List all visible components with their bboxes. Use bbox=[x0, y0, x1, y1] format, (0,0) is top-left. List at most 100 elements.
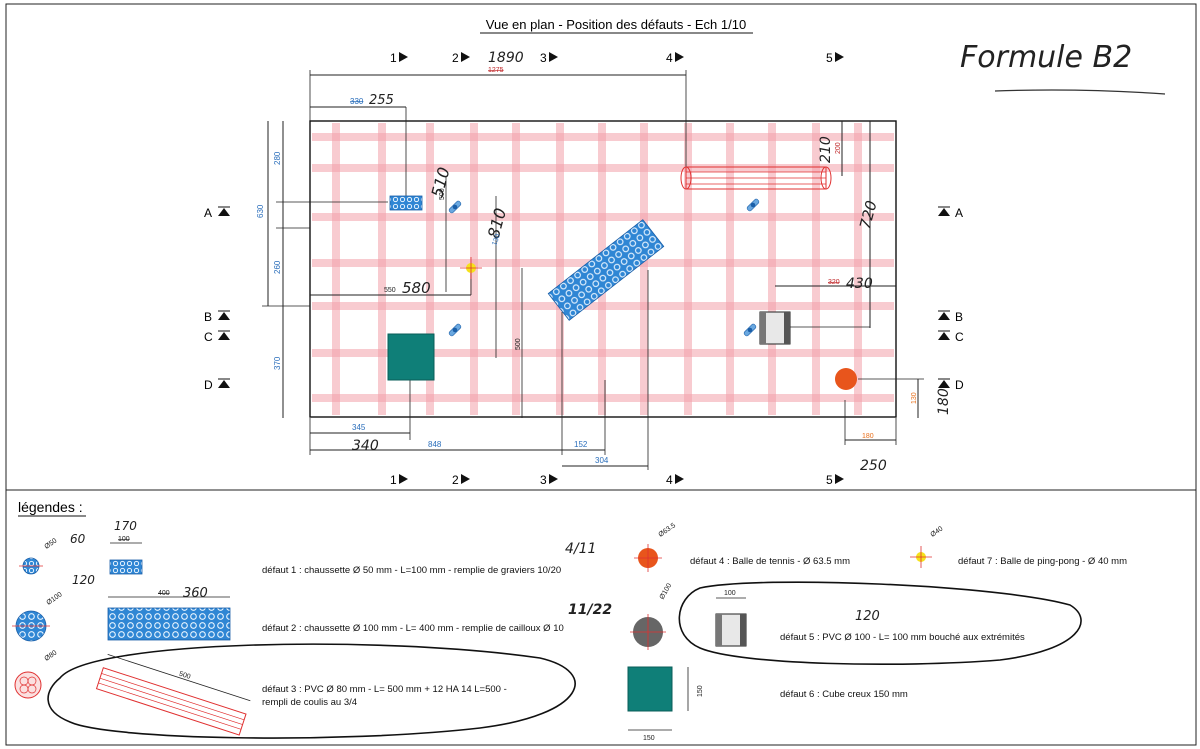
section-marker-right-B: B bbox=[955, 310, 963, 324]
dim-848: 848 bbox=[428, 440, 442, 449]
legend-d2-note: 11/22 bbox=[568, 602, 612, 618]
legend-defect-4: Ø63.5 défaut 4 : Balle de tennis - Ø 63.… bbox=[634, 522, 850, 572]
overall-dim-hand: 1890 bbox=[488, 50, 524, 66]
dim-320: 320 bbox=[828, 279, 840, 286]
section-marker-left-D: D bbox=[204, 378, 213, 392]
legend-d2-text: défaut 2 : chaussette Ø 100 mm - L= 400 … bbox=[262, 623, 564, 634]
section-arrow-icon bbox=[461, 474, 470, 484]
dim-345-hand: 340 bbox=[352, 438, 379, 454]
legend-defect-2: Ø100 120 400 360 défaut 2 : chaussette Ø… bbox=[12, 573, 612, 642]
legend-d4-dia: Ø63.5 bbox=[657, 522, 677, 539]
legend-d5-hand-circle bbox=[678, 581, 1082, 666]
legend-defect-6: 150 150 défaut 6 : Cube creux 150 mm bbox=[627, 666, 908, 742]
left-vertical-dims: 280 630 260 370 bbox=[256, 121, 388, 418]
section-arrow-icon bbox=[461, 52, 470, 62]
legend-d3-text-1: défaut 3 : PVC Ø 80 mm - L= 500 mm + 12 … bbox=[262, 684, 507, 695]
legend-d1-len-hand: 170 bbox=[114, 519, 137, 533]
dim-330: 330 255 bbox=[310, 93, 407, 196]
dim-280: 280 bbox=[273, 151, 282, 165]
section-marker-top-1: 1 bbox=[390, 51, 397, 65]
legend-d3-dia: Ø80 bbox=[43, 649, 58, 662]
dim-200-hand: 210 bbox=[818, 136, 834, 163]
legend-d2-dia-hand: 120 bbox=[72, 573, 95, 587]
legend-d6-icon bbox=[627, 666, 673, 712]
legend-d5-dia: Ø100 bbox=[659, 582, 674, 600]
rebar-vertical bbox=[512, 123, 520, 415]
section-marker-bottom-2: 2 bbox=[452, 473, 459, 487]
plan-defect-6-cube bbox=[387, 333, 435, 381]
dim-500b: 500 bbox=[515, 338, 522, 350]
dim-330-printed: 330 bbox=[350, 97, 364, 106]
legend-d1-dia: Ø50 bbox=[43, 537, 58, 550]
legend-d6-text: défaut 6 : Cube creux 150 mm bbox=[780, 689, 908, 700]
section-arrow-icon bbox=[938, 332, 950, 340]
overall-dimension: 1890 1275 bbox=[309, 50, 687, 176]
plan-defect-2-sock bbox=[547, 219, 665, 321]
dim-200: 200 bbox=[835, 142, 842, 154]
rebar-vertical bbox=[332, 123, 340, 415]
drawing-title: Vue en plan - Position des défauts - Ech… bbox=[486, 17, 746, 32]
section-arrow-icon bbox=[549, 52, 558, 62]
section-marker-right-A: A bbox=[955, 206, 963, 220]
legend-d1-len: 100 bbox=[118, 536, 130, 543]
legend-d5-hand: 120 bbox=[855, 609, 880, 624]
dim-500a: 500 bbox=[439, 188, 446, 200]
right-dims: 200 210 720 320 430 130 180 180 250 bbox=[775, 121, 952, 474]
legend-d1-note: 4/11 bbox=[565, 541, 596, 557]
probe-icon bbox=[746, 198, 760, 212]
dim-130-hand: 130 bbox=[491, 233, 502, 246]
legend-d1-plan-icon bbox=[109, 559, 143, 575]
section-marker-bottom-3: 3 bbox=[540, 473, 547, 487]
section-arrow-icon bbox=[835, 52, 844, 62]
section-arrow-icon bbox=[218, 208, 230, 216]
bottom-dims: 345 340 848 152 304 bbox=[309, 270, 649, 470]
plan-defect-3-pvc bbox=[680, 166, 832, 190]
section-marker-right-C: C bbox=[955, 330, 964, 344]
plan-defect-1-sock bbox=[389, 195, 423, 211]
rebar-vertical bbox=[378, 123, 386, 415]
legend-d3-plan-icon: 500 bbox=[95, 654, 251, 736]
handwritten-title: Formule B2 bbox=[960, 40, 1132, 75]
section-arrow-icon bbox=[399, 474, 408, 484]
section-arrow-icon bbox=[218, 380, 230, 388]
legend-d2-len-hand: 360 bbox=[183, 586, 208, 601]
rebar-vertical bbox=[684, 123, 692, 415]
dim-152: 152 bbox=[574, 440, 588, 449]
legend-d1-text: défaut 1 : chaussette Ø 50 mm - L=100 mm… bbox=[262, 565, 561, 576]
section-marker-top-5: 5 bbox=[826, 51, 833, 65]
plan-defect-5-pvc bbox=[759, 311, 791, 345]
section-arrow-icon bbox=[218, 332, 230, 340]
legend-d6-w: 150 bbox=[643, 735, 655, 742]
section-marker-left-A: A bbox=[204, 206, 212, 220]
dim-550-hand: 580 bbox=[402, 279, 431, 297]
rebar-vertical bbox=[768, 123, 776, 415]
section-marker-top-3: 3 bbox=[540, 51, 547, 65]
section-marker-bottom-5: 5 bbox=[826, 473, 833, 487]
rebar-vertical bbox=[556, 123, 564, 415]
dim-370: 370 bbox=[273, 356, 282, 370]
rebar-vertical bbox=[854, 123, 862, 415]
page-frame bbox=[5, 3, 1197, 746]
section-marker-bottom-1: 1 bbox=[390, 473, 397, 487]
dim-250-hand: 250 bbox=[860, 458, 887, 474]
handwritten-underline bbox=[994, 89, 1166, 95]
section-arrow-icon bbox=[399, 52, 408, 62]
legend-d5-len: 100 bbox=[724, 590, 736, 597]
dim-630: 630 bbox=[256, 204, 265, 218]
probe-icon bbox=[448, 200, 462, 214]
probe-icon bbox=[743, 323, 757, 337]
rebar-vertical bbox=[426, 123, 434, 415]
legend-d6-h: 150 bbox=[697, 685, 704, 697]
legend-defect-3: Ø80 500 défaut 3 : PVC Ø 80 mm - L= 500 … bbox=[14, 643, 576, 739]
sensor-markers bbox=[448, 198, 760, 337]
overall-dim-printed: 1275 bbox=[488, 67, 504, 74]
legend-heading: légendes : bbox=[18, 499, 83, 515]
section-arrow-icon bbox=[549, 474, 558, 484]
section-arrow-icon bbox=[675, 474, 684, 484]
section-arrow-icon bbox=[218, 312, 230, 320]
rebar-vertical bbox=[726, 123, 734, 415]
legend-defect-1: Ø50 60 100 170 défaut 1 : chaussette Ø 5… bbox=[19, 519, 596, 576]
legend-d4-text: défaut 4 : Balle de tennis - Ø 63.5 mm bbox=[690, 556, 850, 567]
legend-d2-dia: Ø100 bbox=[45, 591, 63, 607]
